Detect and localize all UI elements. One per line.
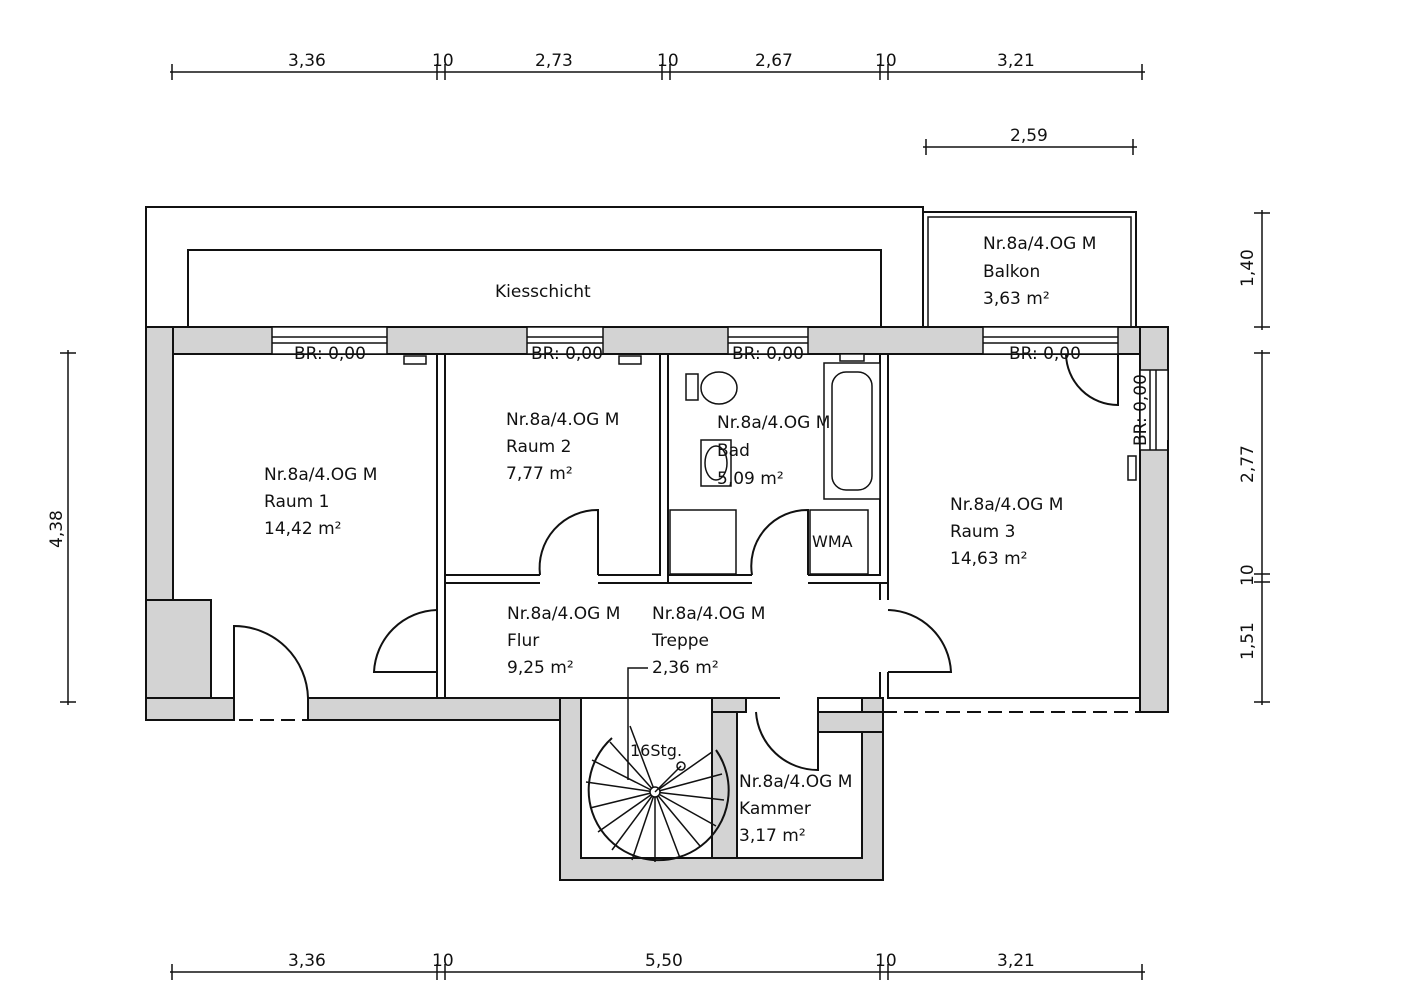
- dim-top-7: 3,21: [997, 51, 1035, 71]
- interior-walls: [172, 353, 1140, 712]
- bad-name: Bad: [717, 441, 750, 461]
- room-label-raum2: Nr.8a/4.OG M Raum 2 7,77 m²: [506, 410, 619, 484]
- room-label-raum1: Nr.8a/4.OG M Raum 1 14,42 m²: [264, 465, 377, 539]
- raum2-id: Nr.8a/4.OG M: [506, 410, 619, 430]
- bathroom-fixtures: WMA: [403, 353, 1137, 575]
- dim-bottom-5: 3,21: [997, 951, 1035, 971]
- kammer-name: Kammer: [739, 799, 811, 819]
- toilet: [700, 371, 738, 405]
- treppe-id: Nr.8a/4.OG M: [652, 604, 765, 624]
- spiral-staircase: 16Stg.: [585, 667, 730, 862]
- dim-bottom-1: 3,36: [288, 951, 326, 971]
- windows: [271, 326, 1169, 451]
- flur-name: Flur: [507, 631, 539, 651]
- dimension-balcony-width: 2,59: [923, 126, 1137, 155]
- dim-top-2: 10: [432, 51, 454, 71]
- bad-id: Nr.8a/4.OG M: [717, 413, 830, 433]
- room-label-treppe: Nr.8a/4.OG M Treppe 2,36 m²: [651, 604, 765, 678]
- bad-area: 5,09 m²: [717, 469, 784, 489]
- flush-plate: [685, 373, 699, 401]
- dim-top-6: 10: [875, 51, 897, 71]
- raum3-area: 14,63 m²: [950, 549, 1027, 569]
- dim-balcony: 2,59: [1010, 126, 1048, 146]
- dim-bottom-2: 10: [432, 951, 454, 971]
- balkon-id: Nr.8a/4.OG M: [983, 234, 1096, 254]
- flur-area: 9,25 m²: [507, 658, 574, 678]
- dim-top-4: 10: [657, 51, 679, 71]
- balkon-name: Balkon: [983, 262, 1040, 282]
- br-raum2: BR: 0,00: [531, 344, 603, 364]
- washer-box: [809, 509, 869, 575]
- gravel-area: Kiesschicht: [145, 206, 924, 330]
- room-label-bad: Nr.8a/4.OG M Bad 5,09 m²: [717, 413, 830, 489]
- dimension-chain-bottom: 3,36 10 5,50 10 3,21: [170, 951, 1145, 980]
- raum1-area: 14,42 m²: [264, 519, 341, 539]
- room-label-raum3: Nr.8a/4.OG M Raum 3 14,63 m²: [950, 495, 1063, 569]
- dim-right-4: 1,51: [1238, 622, 1258, 660]
- raum2-area: 7,77 m²: [506, 464, 573, 484]
- room-label-kammer: Nr.8a/4.OG M Kammer 3,17 m²: [739, 772, 852, 846]
- dim-top-3: 2,73: [535, 51, 573, 71]
- treppe-name: Treppe: [651, 631, 709, 651]
- building-outline: [145, 330, 1169, 721]
- br-raum3: BR: 0,00: [1009, 344, 1081, 364]
- balcony: Nr.8a/4.OG M Balkon 3,63 m²: [922, 211, 1137, 328]
- flur-id: Nr.8a/4.OG M: [507, 604, 620, 624]
- parapet-labels: BR: 0,00 BR: 0,00 BR: 0,00 BR: 0,00 BR: …: [294, 344, 1151, 446]
- dim-right-1: 1,40: [1238, 249, 1258, 287]
- dim-top-1: 3,36: [288, 51, 326, 71]
- br-raum1: BR: 0,00: [294, 344, 366, 364]
- kammer-area: 3,17 m²: [739, 826, 806, 846]
- dim-top-5: 2,67: [755, 51, 793, 71]
- kammer-id: Nr.8a/4.OG M: [739, 772, 852, 792]
- raum3-id: Nr.8a/4.OG M: [950, 495, 1063, 515]
- dimension-left: 4,38: [47, 350, 76, 705]
- room-label-flur: Nr.8a/4.OG M Flur 9,25 m²: [507, 604, 620, 678]
- shower-tray: [669, 509, 737, 575]
- br-raum3-side: BR: 0,00: [1131, 374, 1151, 446]
- dim-bottom-4: 10: [875, 951, 897, 971]
- balkon-area: 3,63 m²: [983, 289, 1050, 309]
- washer-label: WMA: [812, 532, 853, 551]
- gravel-label: Kiesschicht: [495, 282, 591, 302]
- raum1-name: Raum 1: [264, 492, 329, 512]
- treppe-area: 2,36 m²: [652, 658, 719, 678]
- dimension-chain-right: 1,40 2,77 10 1,51: [1238, 210, 1270, 705]
- br-bad: BR: 0,00: [732, 344, 804, 364]
- dimension-chain-top: 3,36 10 2,73 10 2,67 10 3,21: [170, 51, 1145, 80]
- raum2-name: Raum 2: [506, 437, 571, 457]
- raum3-name: Raum 3: [950, 522, 1015, 542]
- dim-right-2: 2,77: [1238, 445, 1258, 483]
- dim-bottom-3: 5,50: [645, 951, 683, 971]
- stairs-label: 16Stg.: [630, 741, 682, 760]
- doors: [233, 353, 1119, 772]
- raum1-id: Nr.8a/4.OG M: [264, 465, 377, 485]
- dim-right-3: 10: [1238, 564, 1258, 586]
- dim-left: 4,38: [47, 510, 67, 548]
